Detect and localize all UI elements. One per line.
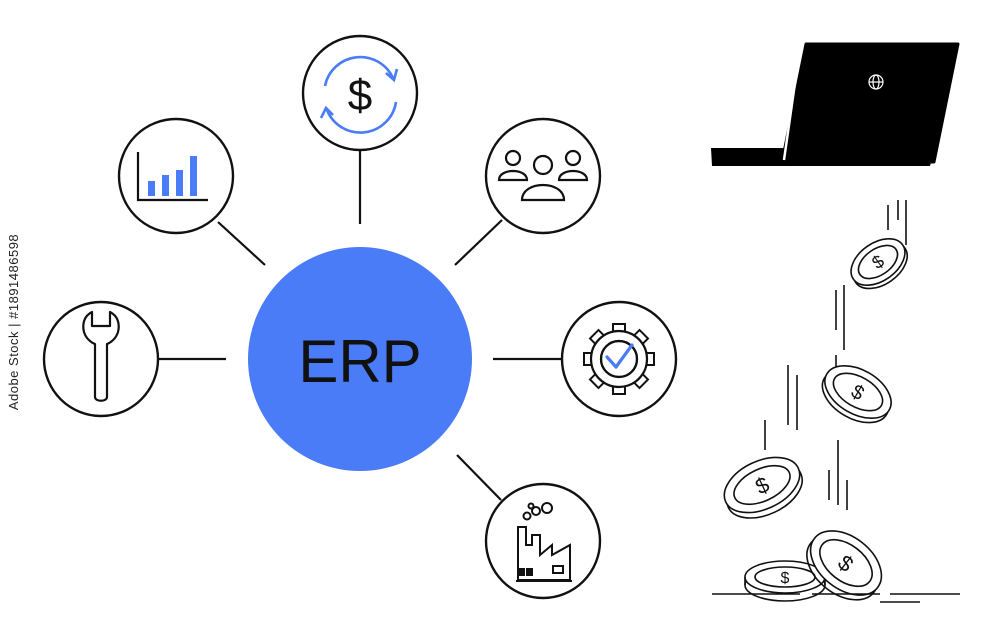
- dollar-cycle-icon: $: [319, 55, 399, 134]
- side-stock-id: Adobe Stock | #1891486598: [6, 233, 21, 411]
- factory-icon: [516, 502, 572, 582]
- bar-chart-node: [117, 117, 235, 235]
- erp-label: ERP: [298, 328, 421, 395]
- gear-node: [560, 300, 678, 418]
- wrench-icon: [82, 310, 120, 402]
- gear-check-icon: [583, 323, 655, 395]
- falling-coins-icon: $ $ $ $ $: [712, 200, 960, 603]
- erp-hub: ERP: [248, 247, 472, 471]
- team-icon: [497, 149, 589, 202]
- connector-lines: [158, 148, 562, 501]
- team-node: [484, 117, 602, 235]
- svg-text:$: $: [781, 570, 790, 587]
- globe-logo-icon: [868, 74, 884, 90]
- factory-node: [484, 482, 602, 600]
- laptop-icon: [711, 42, 960, 166]
- wrench-node: [42, 300, 160, 418]
- svg-text:$: $: [348, 71, 372, 120]
- dollar-node: $: [301, 34, 419, 152]
- bar-chart-icon: [136, 152, 208, 202]
